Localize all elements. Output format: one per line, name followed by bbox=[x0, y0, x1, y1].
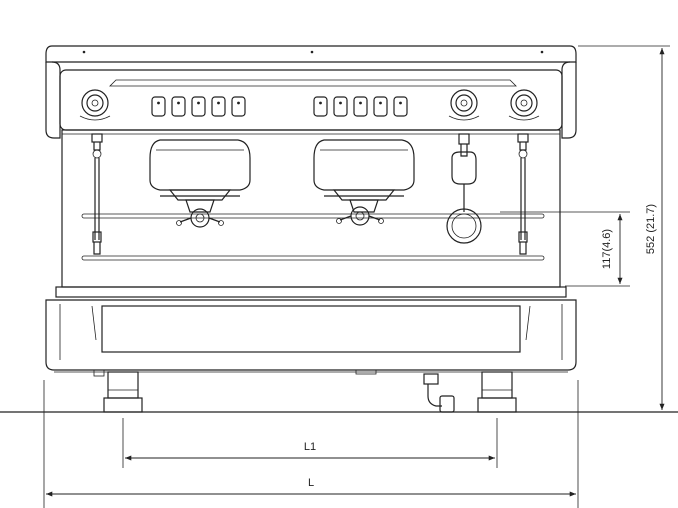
label-cup-clearance: 117(4.6) bbox=[601, 229, 613, 269]
foot-right bbox=[477, 371, 517, 413]
drip-tray-rim bbox=[55, 286, 567, 298]
label-total-height: 552 (21.7) bbox=[645, 204, 657, 254]
knob-right bbox=[508, 89, 540, 121]
top-screw-left bbox=[82, 50, 86, 54]
machine-body bbox=[45, 45, 577, 413]
knob-left bbox=[79, 89, 111, 121]
display-strip bbox=[109, 79, 517, 87]
drip-tray bbox=[101, 305, 521, 353]
label-foot-spacing: L1 bbox=[304, 441, 316, 453]
front-panel bbox=[61, 129, 561, 288]
steam-wand-left bbox=[91, 133, 103, 255]
label-total-length: L bbox=[308, 477, 314, 489]
drain-fitting bbox=[423, 373, 455, 413]
left-side-cap bbox=[45, 61, 61, 139]
group-head-2 bbox=[313, 139, 415, 226]
right-side-cap bbox=[561, 61, 577, 139]
steam-wand-right bbox=[517, 133, 529, 255]
group-head-1 bbox=[149, 139, 251, 228]
knob-middle bbox=[448, 89, 480, 121]
cup-rest-rails bbox=[81, 213, 545, 261]
keypad-group-2 bbox=[313, 96, 408, 117]
top-screw-center bbox=[310, 50, 314, 54]
top-screw-right bbox=[540, 50, 544, 54]
foot-left bbox=[103, 371, 143, 413]
base-housing bbox=[45, 299, 577, 371]
top-cover bbox=[45, 45, 577, 63]
keypad-group-1 bbox=[151, 96, 246, 117]
control-panel bbox=[59, 69, 563, 131]
hot-water-tap bbox=[446, 133, 482, 244]
